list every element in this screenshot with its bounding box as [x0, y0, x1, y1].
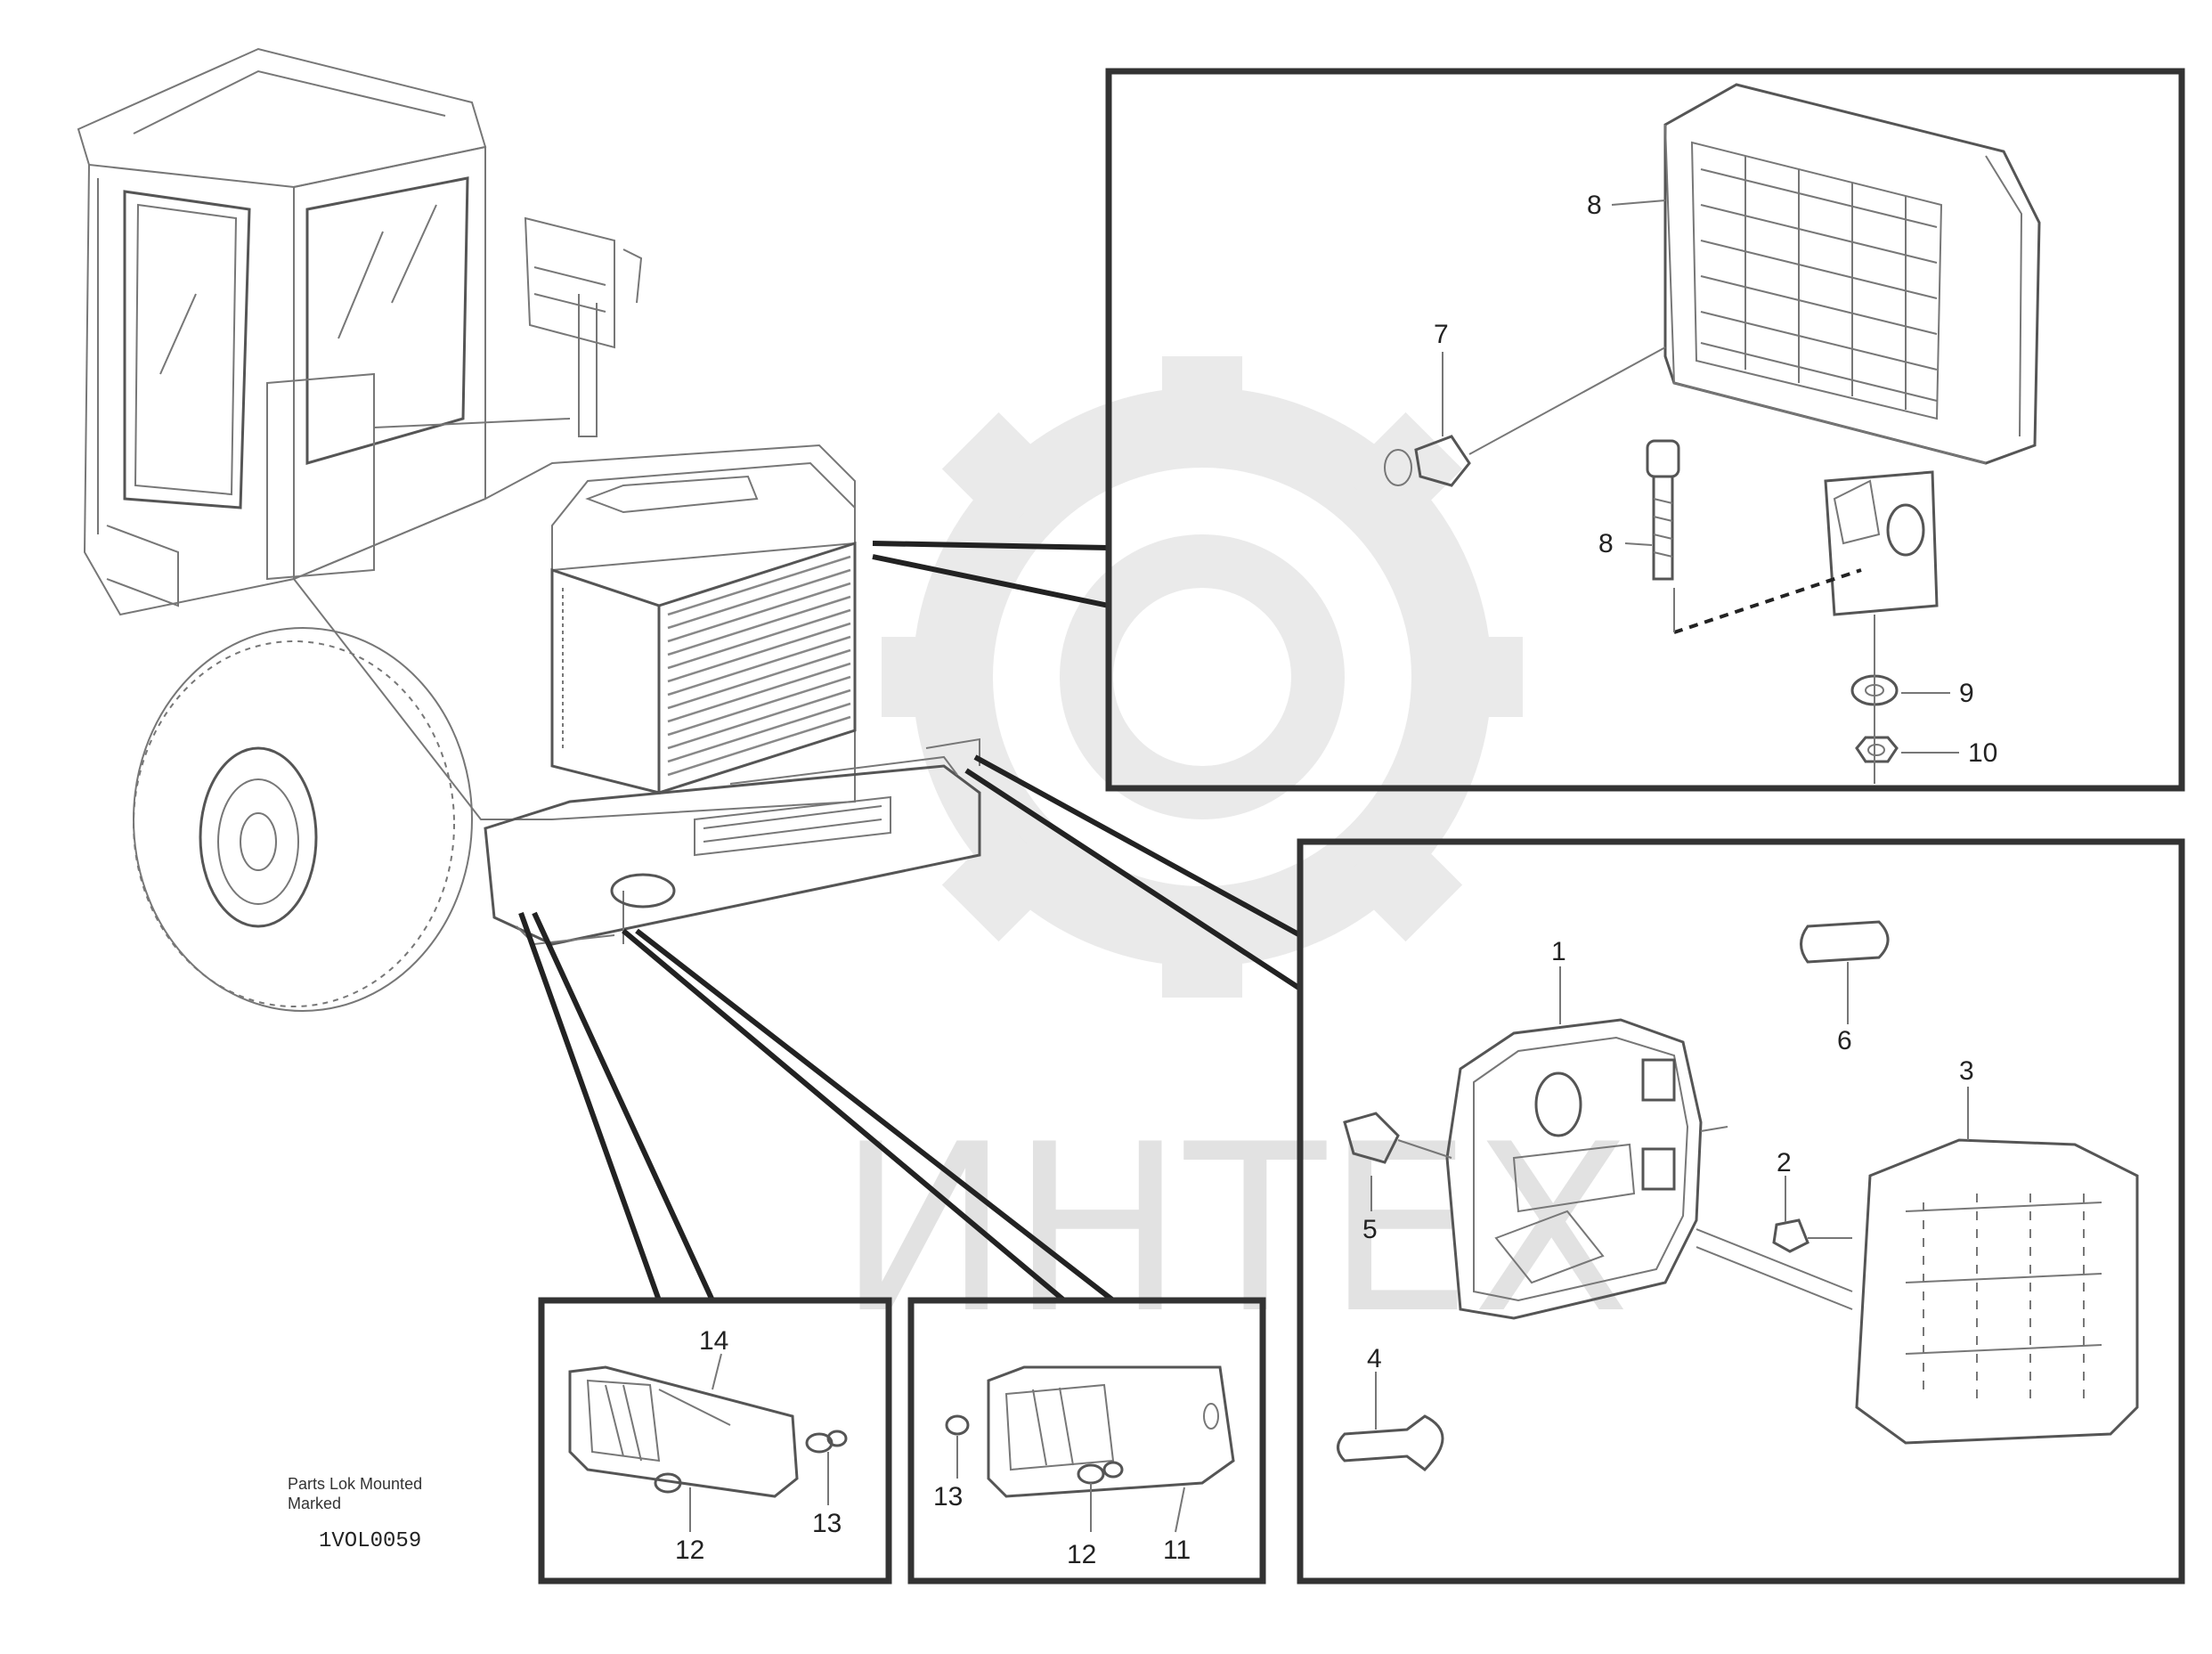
callout-side-right-1: 13 [933, 1482, 963, 1511]
tail-lamp-housing [1445, 1018, 1853, 1320]
screw-small [1772, 1218, 1852, 1253]
rear-wheel [133, 627, 473, 1012]
lamp-bracket [1824, 470, 1939, 616]
callout-tail-lamp-3: 3 [1959, 1056, 1974, 1086]
bulb-top [1800, 920, 1890, 1024]
watermark-text: ИНТЕХ [837, 1096, 1631, 1365]
wheel-loader-drawing [77, 47, 981, 1012]
side-marker-right-screw [945, 1414, 1124, 1485]
rear-body [293, 444, 856, 820]
callout-tail-lamp-5: 2 [1777, 1148, 1792, 1177]
work-lamp-lens [1700, 156, 1938, 410]
leader-lines [518, 541, 1302, 1303]
panel-tail-lamp: 1 6 3 5 2 4 [1297, 838, 2185, 1585]
callout-tail-lamp-1: 1 [1551, 937, 1566, 966]
callout-side-right-3: 11 [1163, 1536, 1191, 1565]
callout-tail-lamp-6: 4 [1367, 1344, 1382, 1373]
caption-line-2: Marked [288, 1495, 341, 1512]
diagram-caption: Parts Lok Mounted Marked 1VOL0059 [288, 1475, 422, 1553]
side-marker-left-screw [654, 1430, 848, 1494]
cab [77, 47, 487, 616]
callout-work-lamp-2: 7 [1434, 320, 1449, 349]
callout-work-lamp-3: 8 [1598, 529, 1614, 558]
tail-lamp-lens [1855, 1138, 2139, 1445]
connector-left [1343, 1112, 1452, 1164]
air-intake [524, 216, 643, 437]
bolt [1646, 439, 1680, 581]
engine-hood [550, 461, 857, 794]
callout-work-lamp-4: 9 [1959, 679, 1974, 708]
callout-tail-lamp-2: 6 [1837, 1026, 1852, 1055]
caption-line-1: Parts Lok Mounted [288, 1475, 422, 1493]
work-lamp-housing [1663, 83, 2041, 465]
bolt-axis [1673, 568, 1862, 634]
callout-side-left-2: 12 [675, 1536, 704, 1565]
panel-work-lamp: 8 7 8 9 10 [1105, 68, 2185, 792]
bulb-bottom [1337, 1372, 1444, 1471]
connector [1384, 346, 1666, 487]
panel-side-marker-left: 14 12 13 [538, 1297, 892, 1585]
nut [1855, 736, 1899, 763]
callout-work-lamp-1: 8 [1587, 191, 1602, 220]
body-line [373, 418, 571, 428]
gear-logo-icon [882, 356, 1523, 998]
side-marker-right-lamp [987, 1365, 1235, 1498]
radiator-grille [667, 555, 851, 777]
callout-side-left-1: 14 [699, 1326, 728, 1356]
callout-side-left-3: 13 [812, 1509, 842, 1538]
callout-tail-lamp-4: 5 [1362, 1215, 1378, 1244]
callout-work-lamp-5: 10 [1968, 738, 1997, 768]
side-marker-left-lamp [568, 1365, 799, 1498]
callout-side-right-2: 12 [1067, 1540, 1096, 1569]
panel-side-marker-right: 13 12 11 [907, 1297, 1266, 1585]
drawing-reference-number: 1VOL0059 [319, 1529, 421, 1553]
